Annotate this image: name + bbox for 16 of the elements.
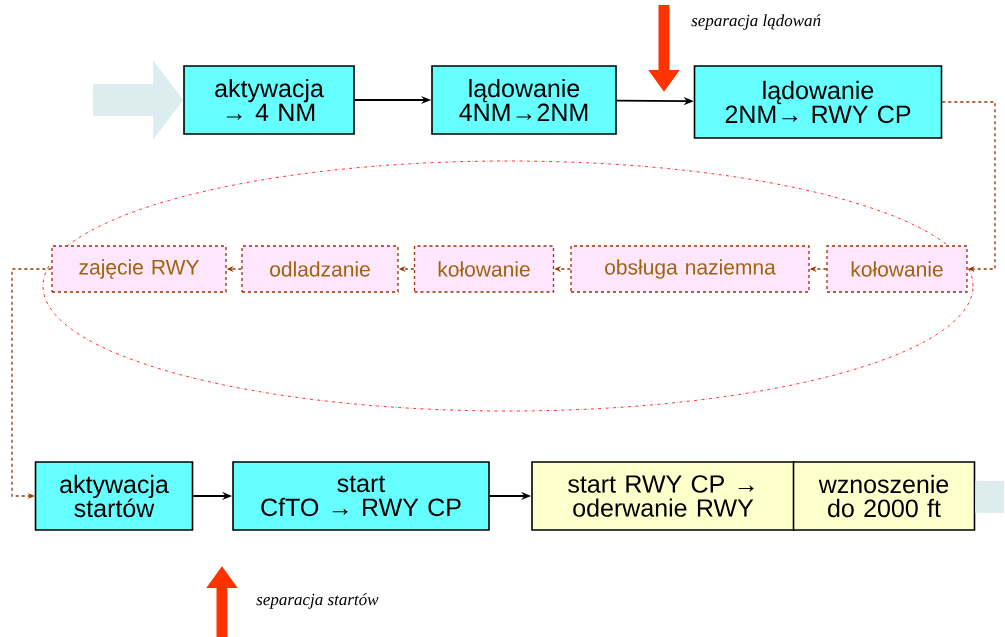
- dashed-box: odladzanie: [241, 245, 399, 293]
- process-box: wznoszenie do 2000 ft: [792, 461, 976, 531]
- process-box: lądowanie 4NM→2NM: [431, 65, 617, 135]
- annotation: separacja lądowań: [691, 14, 821, 30]
- dashed-box: obsługa naziemna: [570, 245, 810, 293]
- dash-dot-ellipse: [42, 160, 974, 412]
- process-box: start RWY CP → oderwanie RWY: [531, 461, 795, 531]
- dashed-box: zajęcie RWY: [51, 245, 227, 293]
- annotation: separacja startów: [256, 593, 379, 609]
- dashed-box: kołowanie: [413, 245, 555, 293]
- process-box: lądowanie 2NM→ RWY CP: [693, 65, 943, 139]
- process-box: start CfTO → RWY CP: [232, 461, 490, 531]
- dashed-arrow: [941, 101, 996, 273]
- process-box: aktywacja → 4 NM: [183, 65, 355, 135]
- process-box: aktywacja startów: [34, 461, 194, 531]
- dashed-box: kołowanie: [826, 245, 968, 293]
